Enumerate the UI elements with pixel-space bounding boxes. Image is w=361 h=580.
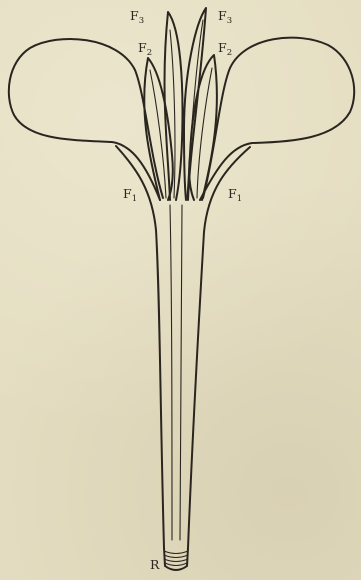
- label-f3-right: F3: [218, 8, 232, 26]
- stem-left-edge: [116, 146, 164, 548]
- label-f3-left: F3: [130, 8, 144, 26]
- root-base: [164, 548, 188, 570]
- root-rings: [164, 551, 188, 566]
- label-f1-right: F1: [228, 186, 242, 204]
- stem-vein-left: [170, 205, 172, 540]
- stem-vein-right: [180, 205, 182, 540]
- label-f2-left: F2: [138, 40, 152, 58]
- stem-right-edge: [188, 147, 250, 548]
- label-root: R: [150, 557, 160, 572]
- label-f1-left: F1: [123, 186, 137, 204]
- label-f2-right: F2: [218, 40, 232, 58]
